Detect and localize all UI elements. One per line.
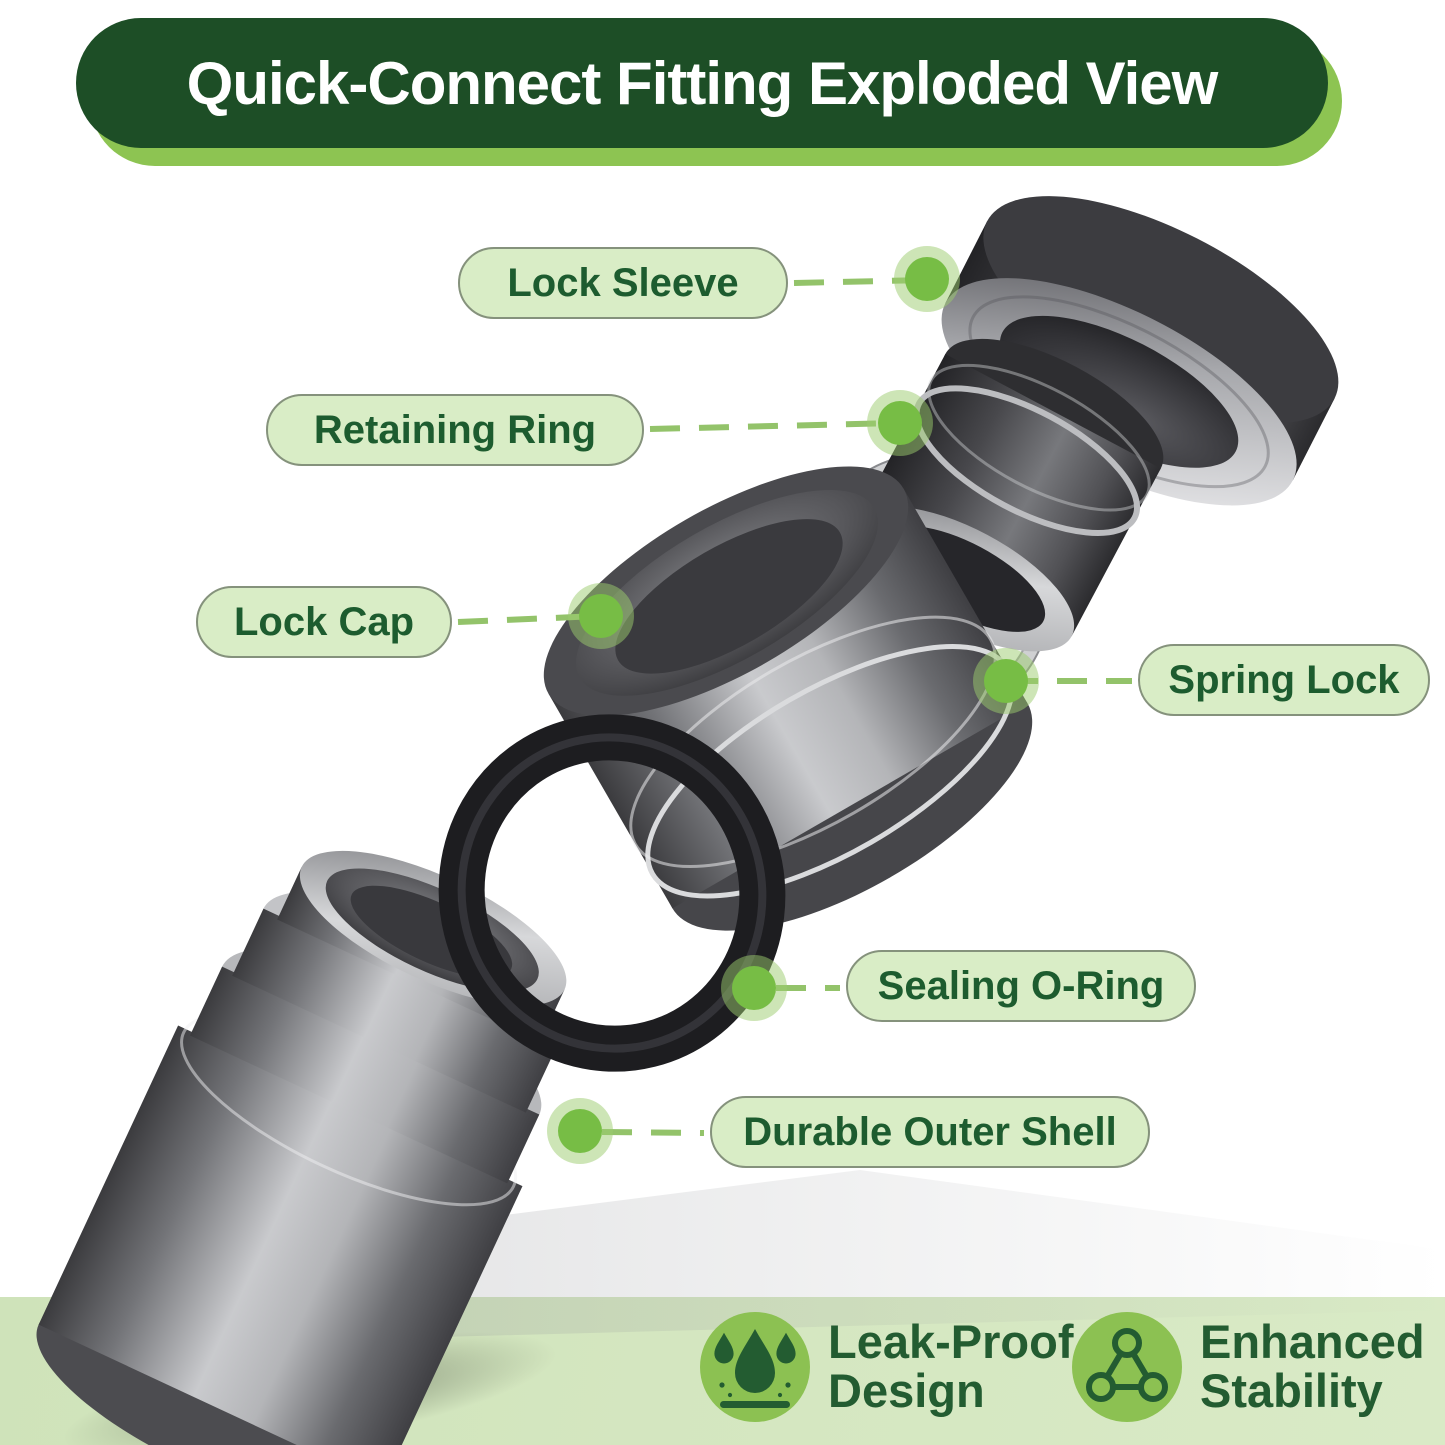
- label-durable-outer-shell: Durable Outer Shell: [710, 1096, 1150, 1168]
- label-spring-lock: Spring Lock: [1138, 644, 1430, 716]
- label-sealing-o-ring: Sealing O-Ring: [846, 950, 1196, 1022]
- feature-enhanced-stability-line1: Enhanced: [1200, 1315, 1425, 1369]
- lock-cap-connector: [457, 583, 634, 649]
- retaining-ring-connector: [649, 390, 933, 456]
- spring-lock-connector: [973, 648, 1132, 714]
- label-retaining-ring: Retaining Ring: [266, 394, 644, 466]
- cast-shadow-sweep: [150, 1170, 1445, 1340]
- feature-leak-proof: Leak-Proof Design: [700, 1312, 1074, 1422]
- feature-enhanced-stability: Enhanced Stability: [1072, 1312, 1425, 1422]
- feature-enhanced-stability-line2: Stability: [1200, 1364, 1383, 1417]
- sealing-o-ring-connector: [721, 955, 840, 1021]
- durable-outer-shell-connector: [547, 1098, 705, 1164]
- triangle-nodes-icon: [1072, 1312, 1182, 1422]
- o-ring-part: [438, 714, 786, 1072]
- feature-enhanced-stability-text: Enhanced Stability: [1200, 1315, 1425, 1417]
- label-lock-cap: Lock Cap: [196, 586, 452, 658]
- title-banner: Quick-Connect Fitting Exploded View: [76, 18, 1328, 148]
- feature-leak-proof-text: Leak-Proof Design: [828, 1315, 1074, 1417]
- lock-sleeve-connector: [793, 246, 960, 312]
- water-drops-icon: [700, 1312, 810, 1422]
- page-title: Quick-Connect Fitting Exploded View: [186, 49, 1219, 117]
- feature-leak-proof-line1: Leak-Proof: [828, 1315, 1074, 1369]
- label-lock-sleeve: Lock Sleeve: [458, 247, 788, 319]
- feature-leak-proof-line2: Design: [828, 1364, 985, 1417]
